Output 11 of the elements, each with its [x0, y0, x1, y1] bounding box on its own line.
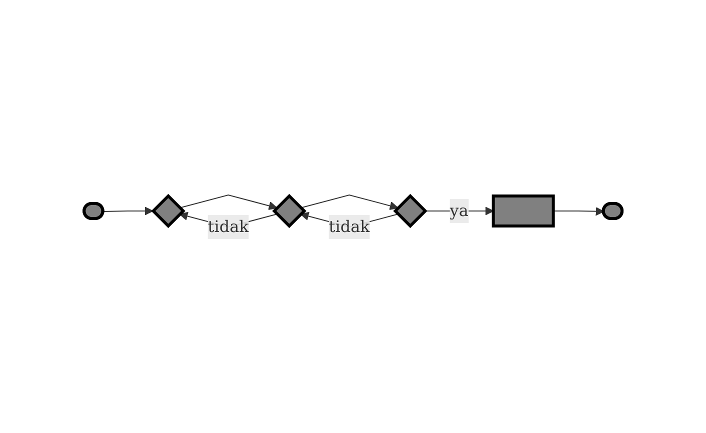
arrow — [179, 194, 278, 210]
edge-label: tidak — [328, 216, 370, 236]
node-diamond — [393, 193, 428, 228]
node-diamond — [151, 193, 186, 228]
arrow — [300, 194, 398, 210]
edge-label: ya — [450, 200, 468, 220]
arrow — [102, 206, 154, 215]
arrow — [552, 206, 604, 216]
node-diamond — [272, 193, 306, 228]
edge-label: tidak — [208, 216, 249, 236]
node-box — [492, 194, 555, 227]
